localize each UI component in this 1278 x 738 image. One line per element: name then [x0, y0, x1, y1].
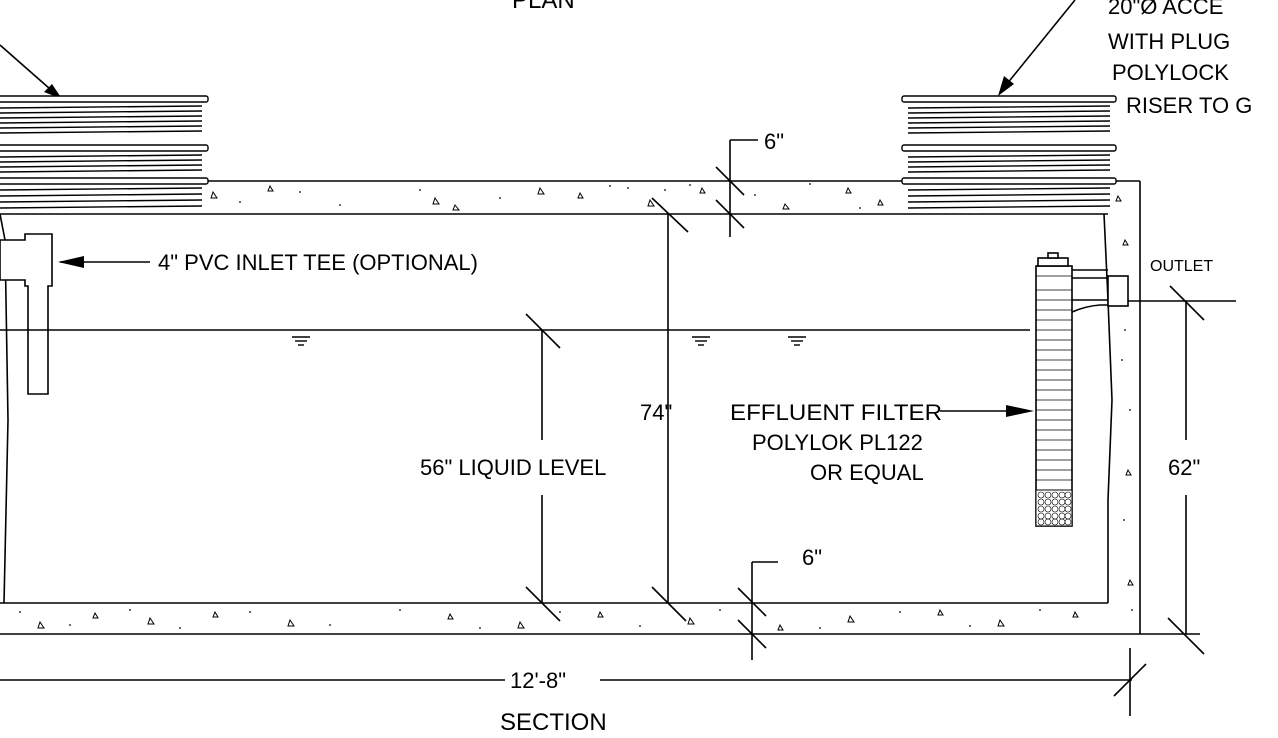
- riser-leaders: [0, 0, 1076, 99]
- effluent-filter: [1035, 252, 1129, 527]
- outlet-label: OUTLET: [1150, 258, 1213, 275]
- dim-liquid-level-label: 56" LIQUID LEVEL: [420, 455, 606, 480]
- dim-top-slab-label: 6": [764, 129, 784, 154]
- dim-outlet-height: [1140, 285, 1205, 655]
- inlet-tee-label: 4" PVC INLET TEE (OPTIONAL): [158, 250, 478, 275]
- section-label: SECTION: [500, 709, 607, 736]
- bottom-slab: [0, 602, 1140, 635]
- effluent-filter-label: EFFLUENT FILTER POLYLOK PL122 OR EQUAL: [730, 400, 942, 485]
- dim-top-slab: [715, 139, 758, 237]
- tank-walls: [0, 181, 1141, 634]
- dim-bottom-slab-label: 6": [802, 545, 822, 570]
- effluent-filter-label-1: EFFLUENT FILTER: [730, 400, 942, 425]
- dim-74-label: 74": [640, 400, 672, 425]
- dim-bottom-slab: [737, 561, 778, 660]
- dim-length: [0, 648, 1147, 716]
- inlet-tee: [0, 233, 53, 395]
- effluent-filter-label-3: OR EQUAL: [810, 460, 924, 485]
- liquid-level-line: [0, 300, 1236, 346]
- dim-liquid-level: [525, 313, 561, 622]
- dim-length-label: 12'-8": [510, 668, 566, 693]
- top-slab: [0, 180, 1140, 611]
- riser-note: 20"Ø ACCE WITH PLUG POLYLOCK RISER TO G: [1108, 0, 1252, 118]
- dim-74: [651, 197, 689, 622]
- riser-note-line-3: POLYLOCK: [1112, 60, 1229, 85]
- inlet-tee-leader: [58, 256, 150, 268]
- riser-note-line-2: WITH PLUG: [1108, 29, 1230, 54]
- riser-left: [0, 95, 209, 209]
- riser-note-line-4: RISER TO G: [1126, 93, 1252, 118]
- effluent-filter-label-2: POLYLOK PL122: [752, 430, 923, 455]
- riser-right: [901, 95, 1117, 209]
- riser-note-line-1: 20"Ø ACCE: [1108, 0, 1223, 19]
- effluent-filter-leader: [940, 405, 1034, 417]
- dim-outlet-height-label: 62": [1168, 455, 1200, 480]
- plan-label: PLAN: [512, 0, 575, 14]
